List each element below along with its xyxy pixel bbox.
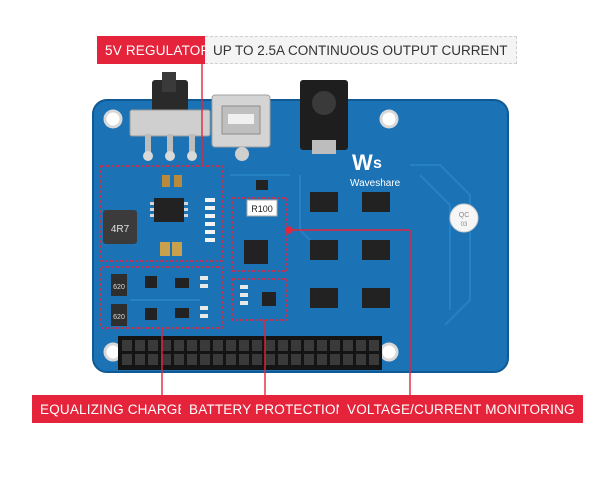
equalizing-components: 620 620: [111, 274, 208, 326]
battery-protection-components: R100: [240, 180, 278, 306]
monitoring-chips: [310, 192, 390, 308]
header-pin: [278, 340, 288, 351]
header-pin: [356, 340, 366, 351]
header-pin: [252, 340, 262, 351]
svg-text:s: s: [373, 155, 382, 172]
header-pin: [148, 340, 158, 351]
header-pin: [304, 340, 314, 351]
header-pin: [369, 340, 379, 351]
header-pin: [343, 340, 353, 351]
header-pin: [252, 354, 262, 365]
header-pin: [187, 340, 197, 351]
header-pin: [174, 354, 184, 365]
header-pin: [135, 340, 145, 351]
svg-text:W: W: [352, 150, 373, 175]
header-pin: [187, 354, 197, 365]
header-pin: [278, 354, 288, 365]
header-pin: [213, 354, 223, 365]
header-pin: [317, 340, 327, 351]
svg-text:620: 620: [113, 284, 125, 291]
header-pin: [122, 340, 132, 351]
label-5v-regulator: 5V REGULATOR: [97, 36, 219, 64]
header-pin: [356, 354, 366, 365]
header-pin: [161, 354, 171, 365]
svg-text:620: 620: [113, 314, 125, 321]
mounting-holes: [103, 109, 399, 362]
header-pin: [226, 354, 236, 365]
header-pin: [226, 340, 236, 351]
header-pin: [291, 340, 301, 351]
gpio-header: [118, 336, 382, 370]
header-pin: [174, 340, 184, 351]
header-pin: [304, 354, 314, 365]
dc-jack: [300, 80, 348, 154]
label-battery-protection: BATTERY PROTECTION: [181, 395, 354, 423]
header-pin: [200, 340, 210, 351]
header-pin: [148, 354, 158, 365]
header-pin: [200, 354, 210, 365]
usb-port: [211, 94, 271, 161]
callout-lines: [100, 64, 411, 395]
header-pin: [317, 354, 327, 365]
header-pin: [343, 354, 353, 365]
header-pin: [239, 340, 249, 351]
header-pin: [239, 354, 249, 365]
header-pin: [369, 354, 379, 365]
svg-text:03: 03: [461, 222, 468, 228]
qc-sticker: QC 03: [449, 203, 479, 233]
label-output-current: UP TO 2.5A CONTINUOUS OUTPUT CURRENT: [205, 36, 517, 64]
regulator-components: 4R7: [103, 175, 215, 256]
label-equalizing-charge: EQUALIZING CHARGE: [32, 395, 195, 423]
header-pin: [265, 354, 275, 365]
header-pin: [161, 340, 171, 351]
svg-text:R100: R100: [251, 204, 273, 214]
header-pin: [291, 354, 301, 365]
header-pin: [122, 354, 132, 365]
slide-switch: [129, 72, 211, 161]
label-voltage-current-monitoring: VOLTAGE/CURRENT MONITORING: [339, 395, 583, 423]
svg-text:4R7: 4R7: [111, 224, 130, 235]
brand-text: Waveshare: [350, 178, 401, 189]
svg-text:QC: QC: [459, 212, 470, 219]
header-pin: [135, 354, 145, 365]
waveshare-logo: W s Waveshare: [350, 150, 401, 189]
header-pin: [213, 340, 223, 351]
header-pin: [330, 340, 340, 351]
header-pin: [330, 354, 340, 365]
header-pin: [265, 340, 275, 351]
